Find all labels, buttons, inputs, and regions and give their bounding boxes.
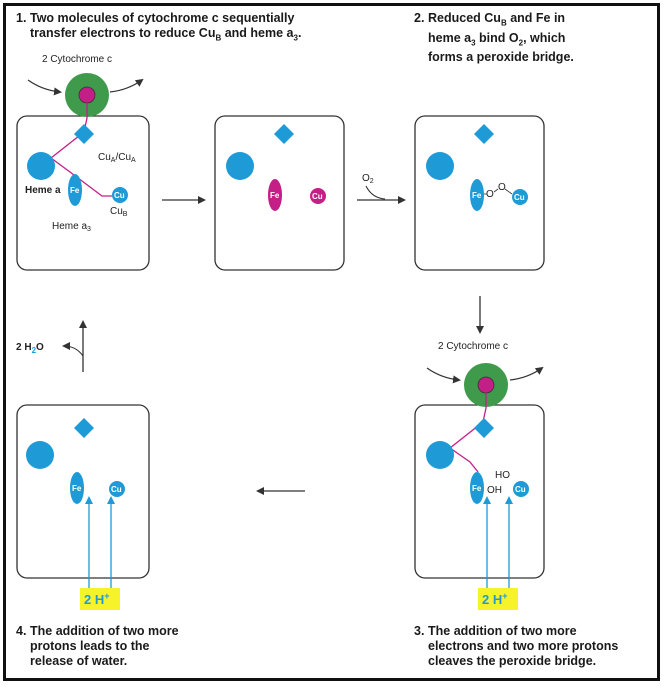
heme-c-top: [78, 86, 96, 104]
heme-a-2: [226, 152, 254, 180]
proton-label-left: 2 H+: [84, 591, 110, 607]
cua-diamond-4: [74, 418, 94, 438]
cytochrome-top-label: 2 Cytochrome c: [42, 54, 112, 65]
step-3-caption: 3.The addition of two more electrons and…: [414, 624, 619, 668]
heme-a-3: [426, 152, 454, 180]
heme-a3-label: Heme a3: [52, 221, 91, 233]
cub-5: [513, 481, 529, 497]
peroxide-o1: O: [486, 189, 494, 200]
figure-frame: [3, 3, 660, 681]
o2-arrow: [365, 185, 386, 200]
water-label: 2 H2O: [16, 342, 44, 355]
heme-a3-fe-4: [70, 472, 84, 504]
step-2-caption: 2.Reduced CuB and Fe in heme a3 bind O2,…: [414, 11, 574, 64]
fe-label-1: Fe: [70, 186, 80, 195]
cua-diamond-3: [474, 124, 494, 144]
heme-a3-fe-2: [268, 179, 282, 211]
cua-label: CuA/CuA: [98, 152, 136, 164]
cytochrome-bottom-label: 2 Cytochrome c: [438, 341, 508, 352]
cub-label: CuB: [110, 206, 128, 218]
cu-label-5: Cu: [515, 485, 526, 494]
water-arrow: [62, 342, 84, 357]
peroxide-bond-2: [493, 188, 499, 193]
heme-c-bottom: [477, 376, 495, 394]
fe-label-5: Fe: [472, 484, 482, 493]
arrow-in-bottom: [426, 367, 461, 384]
heme-a3-fe-5: [470, 472, 484, 504]
cua-diamond-5: [474, 418, 494, 438]
heme-a-1: [27, 152, 55, 180]
heme-a3-fe-1: [68, 174, 82, 206]
o2-label: O2: [362, 173, 374, 185]
heme-a-4: [26, 441, 54, 469]
cua-diamond-2: [274, 124, 294, 144]
cu-label-1: Cu: [114, 191, 125, 200]
proton-label-right: 2 H+: [482, 591, 508, 607]
arrow-out-top: [109, 78, 144, 93]
peroxide-bond-3: [504, 188, 513, 195]
cu-label-4: Cu: [111, 485, 122, 494]
heme-a-label: Heme a: [25, 185, 61, 196]
cub-4: [109, 481, 125, 497]
cub-2: [310, 188, 326, 204]
heme-a-5: [426, 441, 454, 469]
ho-label: HO: [495, 470, 510, 481]
oh-label: OH: [487, 485, 502, 496]
peroxide-o2: O: [498, 182, 506, 193]
cub-1: [112, 187, 128, 203]
cu-label-2: Cu: [312, 192, 323, 201]
heme-a3-fe-3: [470, 179, 484, 211]
cu-label-3: Cu: [514, 193, 525, 202]
cub-3: [512, 189, 528, 205]
proton-badge-right: [478, 588, 518, 610]
fe-label-4: Fe: [72, 484, 82, 493]
arrow-in-top: [27, 79, 62, 96]
arrow-out-bottom: [509, 366, 544, 381]
step-1-caption: 1.Two molecules of cytochrome c sequenti…: [16, 11, 302, 43]
fe-label-3: Fe: [472, 191, 482, 200]
electron-path-2: [448, 393, 487, 473]
proton-badge-left: [80, 588, 120, 610]
fe-label-2: Fe: [270, 191, 280, 200]
step-4-caption: 4.The addition of two more protons leads…: [16, 624, 179, 668]
cua-diamond-1: [74, 124, 94, 144]
